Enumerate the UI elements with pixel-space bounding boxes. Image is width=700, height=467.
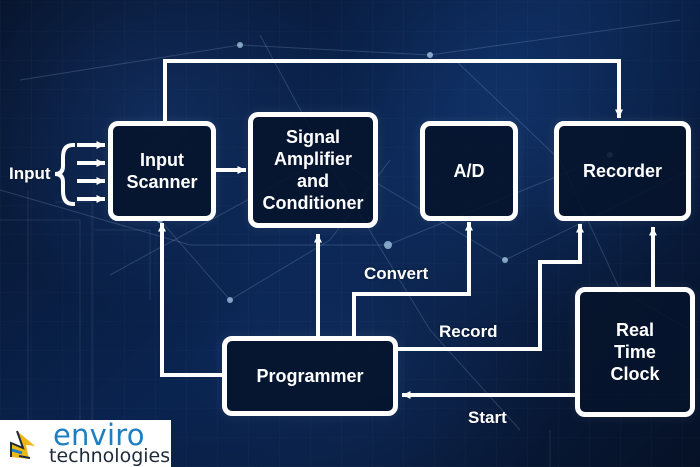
logo-word-technologies: technologies [49, 445, 171, 467]
convert-label: Convert [364, 264, 429, 283]
enviro-technologies-logo: enviro technologies [0, 420, 171, 467]
logo-word-enviro: enviro [53, 420, 145, 452]
real-time-clock-box: Real Time Clock [575, 287, 695, 417]
programmer-to-scanner-line [158, 223, 225, 377]
signal-amplifier-box: Signal Amplifier and Conditioner [248, 112, 378, 228]
recorder-box: Recorder [554, 121, 691, 221]
input-scanner-box: Input Scanner [108, 121, 216, 221]
record-label: Record [439, 322, 498, 341]
lightning-logo-icon [10, 430, 35, 459]
start-label: Start [468, 408, 507, 427]
scanner-to-recorder-top-line [163, 59, 623, 125]
input-label: Input [9, 164, 51, 183]
input-brace [54, 142, 76, 207]
programmer-box: Programmer [222, 336, 398, 416]
ad-converter-box: A/D [420, 121, 518, 221]
